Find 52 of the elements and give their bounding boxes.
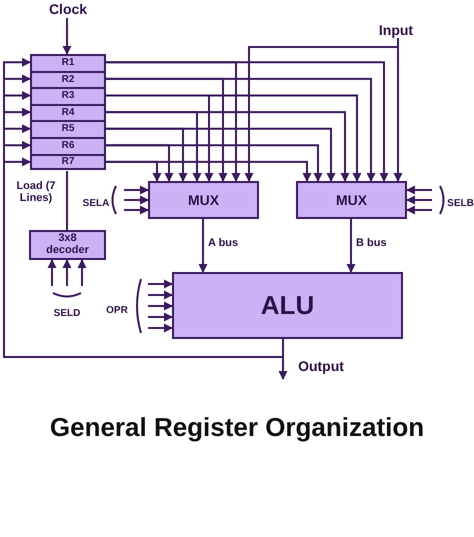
box-label: R3 <box>62 91 74 102</box>
arrow <box>106 128 336 182</box>
arrow <box>394 38 402 182</box>
signal-label: SELA <box>82 196 110 210</box>
arrow <box>106 61 388 182</box>
arrow <box>346 219 356 273</box>
box-label: MUX <box>336 192 368 208</box>
signal-label: SELB <box>447 196 474 210</box>
alu-box <box>172 272 403 339</box>
arrow <box>62 259 72 286</box>
arrow <box>78 259 86 286</box>
title: General Register Organization <box>48 412 426 443</box>
arrow <box>406 186 432 194</box>
signal-label: Input <box>372 21 420 38</box>
connector-line <box>66 171 68 230</box>
arrow <box>106 144 322 182</box>
arrow <box>198 219 208 273</box>
multiplexer-box <box>148 181 259 219</box>
arrow <box>48 259 56 286</box>
signal-label: Clock <box>42 0 94 17</box>
signal-label: SELD <box>50 306 84 320</box>
arrow <box>106 160 312 182</box>
register-box <box>30 54 106 73</box>
arrow <box>406 196 432 204</box>
arrow <box>148 302 173 310</box>
decoder-box <box>29 230 106 260</box>
arrow <box>406 206 432 214</box>
box-label: R7 <box>62 156 74 168</box>
arrow <box>124 186 149 194</box>
box-label: R5 <box>62 124 74 135</box>
box-label: R2 <box>62 74 74 86</box>
arrow <box>148 280 173 288</box>
arrow <box>148 324 173 332</box>
box-label: 3x8 decoder <box>45 233 90 257</box>
arrow <box>124 196 149 204</box>
box-label: R4 <box>62 108 74 118</box>
box-label: R6 <box>62 141 74 152</box>
signal-label: Output <box>293 357 349 375</box>
edge-label: B bus <box>356 237 387 250</box>
signal-label: OPR <box>103 303 131 317</box>
arrow <box>106 78 376 182</box>
arrow <box>124 206 149 214</box>
box-label: ALU <box>260 292 314 320</box>
arrow <box>62 18 72 55</box>
box-label: MUX <box>188 192 220 208</box>
arrow <box>148 312 173 322</box>
multiplexer-box <box>296 181 407 219</box>
arrow <box>148 290 173 300</box>
edge-label: A bus <box>208 237 238 250</box>
arrow <box>106 111 350 182</box>
box-label: R1 <box>62 58 74 69</box>
arrow <box>106 94 362 182</box>
